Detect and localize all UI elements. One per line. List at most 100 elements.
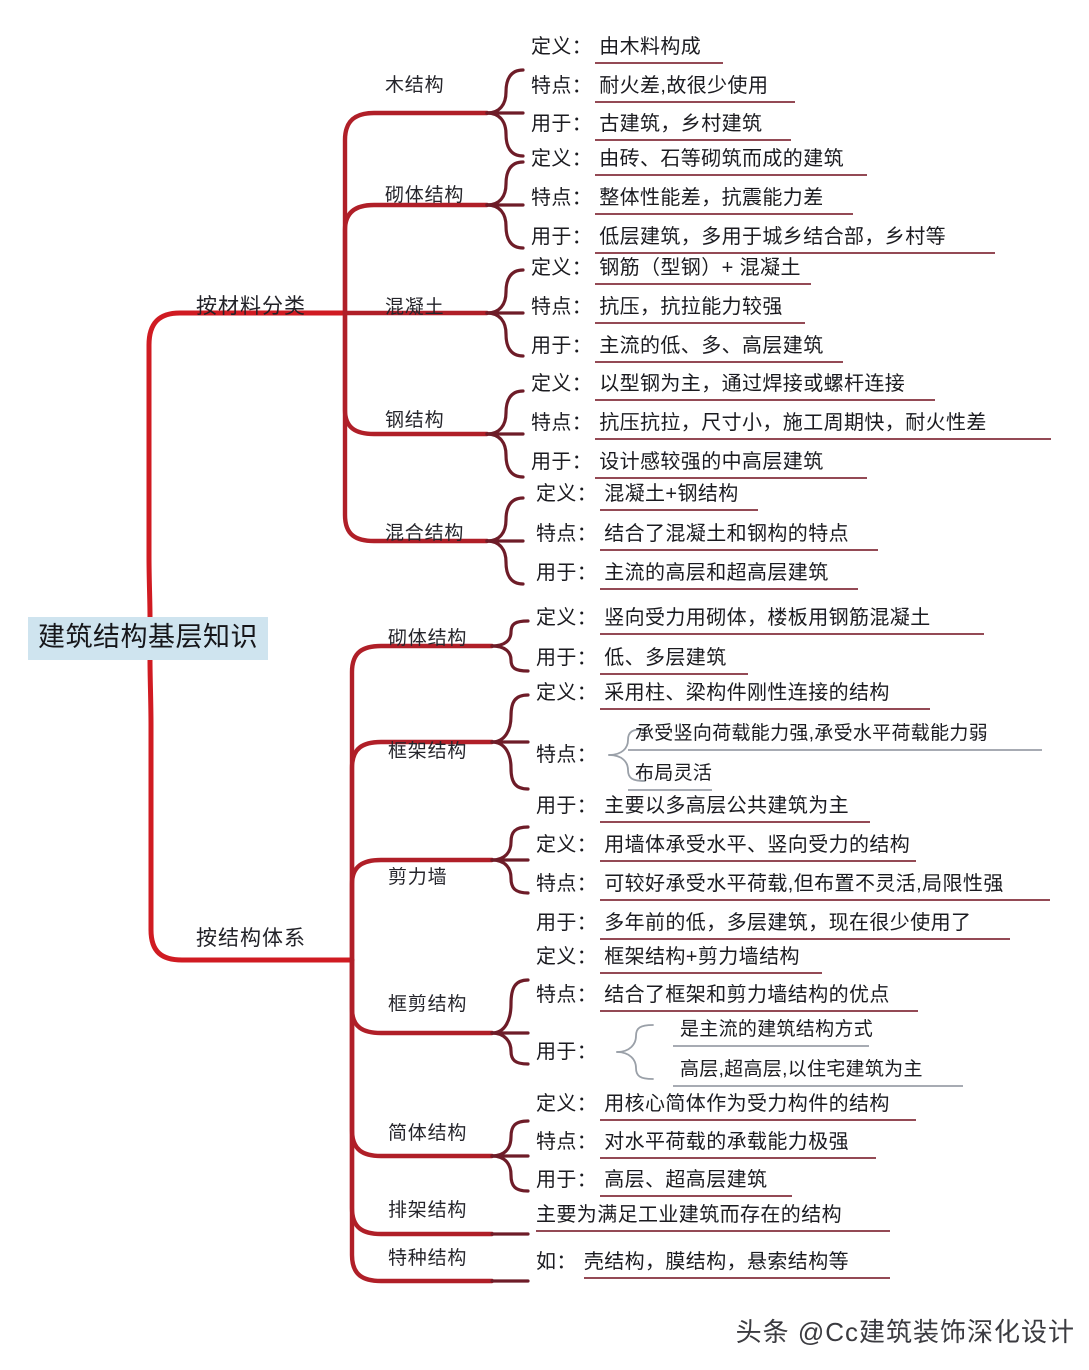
leaf-underline: [600, 633, 984, 635]
leaf-row[interactable]: 用于： 主流的高层和超高层建筑: [536, 563, 829, 583]
leaf-row[interactable]: 定义： 采用柱、梁构件刚性连接的结构: [536, 683, 890, 703]
category-label-composite[interactable]: 混合结构: [385, 523, 465, 544]
leaf-row[interactable]: 用于： 主流的低、多、高层建筑: [531, 336, 824, 356]
leaf-row[interactable]: 用于： 主要以多高层公共建筑为主: [536, 796, 849, 816]
leaf-row[interactable]: 特点： 可较好承受水平荷载,但布置不灵活,局限性强: [536, 874, 1004, 894]
leaf-row[interactable]: 特点： 耐火差,故很少使用: [531, 76, 768, 96]
leaf-row[interactable]: 特点：: [536, 745, 597, 765]
category-label-frame[interactable]: 框架结构: [388, 741, 468, 762]
leaf-key: 定义：: [536, 682, 598, 704]
leaf-row[interactable]: 用于： 多年前的低，多层建筑，现在很少使用了: [536, 913, 971, 933]
leaf-underline: [600, 549, 878, 551]
leaf-row[interactable]: 定义： 框架结构+剪力墙结构: [536, 947, 800, 967]
sub-leaf-underline: [673, 1085, 963, 1087]
leaf-row[interactable]: 特点： 对水平荷载的承载能力极强: [536, 1132, 849, 1152]
root-node[interactable]: 建筑结构基层知识: [28, 617, 268, 660]
leaf-key: 特点：: [536, 1131, 598, 1153]
leaf-underline: [595, 322, 805, 324]
edge-root-to-material: [146, 310, 348, 620]
category-label-steel[interactable]: 钢结构: [385, 410, 445, 431]
fan-steel-c: [485, 432, 525, 479]
leaf-value: 主流的高层和超高层建筑: [604, 562, 829, 584]
category-label-tube[interactable]: 简体结构: [388, 1123, 468, 1144]
leaf-row[interactable]: 用于：: [536, 1042, 597, 1062]
leaf-underline: [595, 399, 935, 401]
leaf-value: 抗压抗拉，尺寸小，施工周期快，耐火性差: [599, 412, 987, 434]
leaf-value: 耐火差,故很少使用: [599, 75, 769, 97]
leaf-key: 定义：: [536, 1093, 598, 1115]
leaf-row[interactable]: 主要为满足工业建筑而存在的结构: [536, 1205, 842, 1225]
category-label-frame-shear[interactable]: 框剪结构: [388, 994, 468, 1015]
leaf-row[interactable]: 用于： 设计感较强的中高层建筑: [531, 452, 824, 472]
leaf-value: 由砖、石等砌筑而成的建筑: [599, 148, 845, 170]
leaf-underline: [600, 972, 822, 974]
leaf-value: 抗压，抗拉能力较强: [599, 296, 783, 318]
leaf-value: 用核心简体作为受力构件的结构: [604, 1093, 890, 1115]
leaf-row[interactable]: 定义： 钢筋（型钢）+ 混凝土: [531, 258, 801, 278]
leaf-underline: [595, 101, 795, 103]
fan-concrete-c: [485, 311, 525, 358]
leaf-key: 用于：: [536, 1041, 598, 1063]
leaf-value: 以型钢为主，通过焊接或螺杆连接: [599, 373, 906, 395]
leaf-value: 古建筑，乡村建筑: [599, 113, 763, 135]
leaf-underline: [595, 361, 843, 363]
fan-sysmasonry-b: [490, 644, 530, 673]
fan-fs: [490, 978, 530, 1035]
fan-concrete: [485, 268, 525, 315]
leaf-row[interactable]: 定义： 由木料构成: [531, 37, 701, 57]
leaf-underline: [600, 588, 858, 590]
leaf-row[interactable]: 定义： 用核心简体作为受力构件的结构: [536, 1094, 890, 1114]
leaf-underline: [536, 1230, 890, 1232]
leaf-key: 定义：: [531, 257, 593, 279]
category-label-masonry-material[interactable]: 砌体结构: [385, 185, 465, 206]
leaf-row[interactable]: 用于： 低层建筑，多用于城乡结合部，乡村等: [531, 227, 946, 247]
sub-leaf-underline: [628, 749, 1042, 751]
sub-leaf-row[interactable]: 高层,超高层,以住宅建筑为主: [673, 1060, 923, 1079]
sub-leaf-row[interactable]: 是主流的建筑结构方式: [673, 1020, 873, 1039]
sub-leaf-row[interactable]: 承受竖向荷载能力强,承受水平荷载能力弱: [628, 724, 988, 743]
leaf-row[interactable]: 特点： 抗压抗拉，尺寸小，施工周期快，耐火性差: [531, 413, 987, 433]
leaf-key: 用于：: [536, 562, 598, 584]
leaf-underline: [600, 1157, 876, 1159]
leaf-underline: [600, 673, 748, 675]
leaf-row[interactable]: 特点： 结合了框架和剪力墙结构的优点: [536, 985, 890, 1005]
leaf-row[interactable]: 用于： 低、多层建筑: [536, 648, 727, 668]
leaf-value: 混凝土+钢结构: [604, 483, 739, 505]
leaf-row[interactable]: 用于： 高层、超高层建筑: [536, 1170, 767, 1190]
subfan-fs-usage-b: [616, 1051, 654, 1080]
category-label-concrete[interactable]: 混凝土: [385, 297, 445, 318]
leaf-key: 特点：: [536, 873, 598, 895]
leaf-underline: [600, 1195, 792, 1197]
branch-label-by-material[interactable]: 按材料分类: [196, 295, 306, 318]
leaf-row[interactable]: 用于： 古建筑，乡村建筑: [531, 114, 762, 134]
leaf-row[interactable]: 定义： 由砖、石等砌筑而成的建筑: [531, 149, 844, 169]
sub-leaf-row[interactable]: 布局灵活: [628, 764, 712, 783]
leaf-row[interactable]: 定义： 混凝土+钢结构: [536, 484, 739, 504]
leaf-row[interactable]: 如： 壳结构，膜结构，悬索结构等: [536, 1252, 849, 1272]
leaf-underline: [600, 509, 758, 511]
leaf-row[interactable]: 定义： 以型钢为主，通过焊接或螺杆连接: [531, 374, 905, 394]
fan-timber: [485, 68, 525, 115]
leaf-value: 主要为满足工业建筑而存在的结构: [536, 1204, 842, 1226]
fan-composite: [485, 496, 525, 543]
leaf-row[interactable]: 定义： 用墙体承受水平、竖向受力的结构: [536, 835, 910, 855]
category-label-shear-wall[interactable]: 剪力墙: [388, 867, 448, 888]
branch-label-by-system[interactable]: 按结构体系: [196, 927, 306, 950]
sub-leaf-underline: [673, 1045, 869, 1047]
leaf-value: 高层、超高层建筑: [604, 1169, 768, 1191]
leaf-value: 钢筋（型钢）+ 混凝土: [599, 257, 801, 279]
category-label-bent[interactable]: 排架结构: [388, 1200, 468, 1221]
leaf-row[interactable]: 特点： 结合了混凝土和钢构的特点: [536, 524, 849, 544]
category-label-masonry-system[interactable]: 砌体结构: [388, 628, 468, 649]
leaf-row[interactable]: 定义： 竖向受力用砌体，楼板用钢筋混凝土: [536, 608, 931, 628]
category-label-special[interactable]: 特种结构: [388, 1248, 468, 1269]
leaf-value: 采用柱、梁构件刚性连接的结构: [604, 682, 890, 704]
leaf-underline: [600, 860, 916, 862]
leaf-key: 用于：: [536, 647, 598, 669]
leaf-row[interactable]: 特点： 抗压，抗拉能力较强: [531, 297, 783, 317]
leaf-key: 如：: [536, 1251, 577, 1273]
leaf-key: 定义：: [536, 483, 598, 505]
leaf-row[interactable]: 特点： 整体性能差，抗震能力差: [531, 188, 824, 208]
leaf-underline: [584, 1277, 890, 1279]
category-label-timber[interactable]: 木结构: [385, 75, 445, 96]
